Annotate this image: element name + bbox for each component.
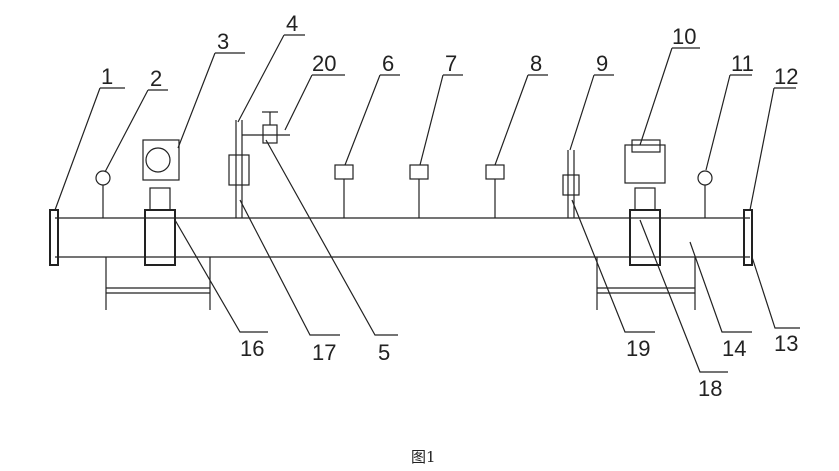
label-6: 6 [382, 51, 394, 76]
valve-assembly [228, 111, 290, 218]
label-17: 17 [312, 340, 336, 365]
figure-caption: 图1 [411, 448, 436, 466]
label-3: 3 [217, 29, 229, 54]
label-11: 11 [731, 51, 754, 76]
label-14: 14 [722, 336, 746, 361]
label-4: 4 [286, 11, 298, 36]
label-1: 1 [101, 64, 113, 89]
label-9: 9 [596, 51, 608, 76]
flowmeter-left [142, 139, 180, 266]
pressure-gauge-2 [95, 170, 111, 218]
label-18: 18 [698, 376, 722, 401]
label-2: 2 [150, 66, 162, 91]
label-5: 5 [378, 340, 390, 365]
label-16: 16 [240, 336, 264, 361]
label-12: 12 [774, 64, 798, 89]
label-13: 13 [774, 331, 798, 356]
leader-lines [54, 34, 800, 373]
pressure-gauge-11 [697, 170, 713, 218]
main-pipe [49, 209, 753, 266]
transmitters [334, 164, 505, 218]
flowmeter-right [624, 139, 666, 266]
supports [105, 257, 696, 310]
label-19: 19 [626, 336, 650, 361]
label-10: 10 [672, 24, 696, 49]
label-20: 20 [312, 51, 336, 76]
label-8: 8 [530, 51, 542, 76]
valve-9 [562, 150, 580, 218]
label-7: 7 [445, 51, 457, 76]
